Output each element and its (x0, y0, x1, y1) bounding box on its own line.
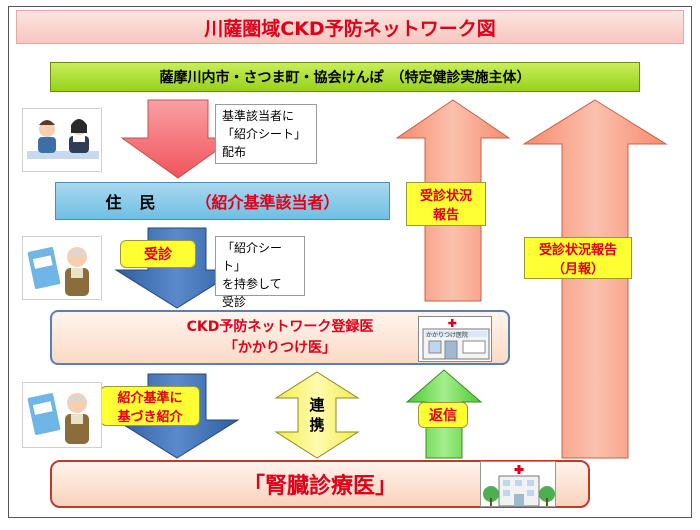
residents-label: 住民 (105, 193, 174, 212)
label-cooperation: 連 携 (309, 396, 325, 434)
label-status-report: 受診状況 報告 (406, 182, 486, 226)
hospital-icon (480, 461, 556, 507)
residents-criteria-label: （紹介基準該当者） (195, 193, 340, 212)
family-doctor-label: 「かかりつけ医」 (223, 339, 337, 356)
note-distribute-sheet: 基準該当者に 「紹介シート」 配布 (215, 104, 317, 164)
diagram-title: 川薩圏域CKD予防ネットワーク図 (16, 10, 684, 44)
ckd-network-label: CKD予防ネットワーク登録医 (186, 319, 374, 336)
diagram-frame (8, 6, 692, 518)
note-bring-sheet: 「紹介シート」 を持参して 受診 (215, 236, 305, 309)
clinic-sign-text: かかりつけ医院 (426, 332, 469, 339)
referred-patient-illustration (22, 382, 102, 448)
label-monthly-status-report: 受診状況報告 （月報） (524, 237, 632, 279)
health-checkup-providers-bar: 薩摩川内市・さつま町・協会けんぽ （特定健診実施主体） (50, 62, 640, 92)
cooperation-double-arrow (274, 371, 360, 459)
consult-down-arrow (114, 227, 240, 309)
label-consult: 受診 (120, 240, 196, 268)
residents-bar: 住民 （紹介基準該当者） (55, 182, 390, 220)
distribute-down-arrow (120, 99, 236, 179)
consultation-illustration (22, 108, 102, 172)
patient-with-sheet-illustration (22, 236, 102, 300)
monthly-report-up-arrow (522, 99, 668, 459)
label-referral: 紹介基準に 基づき紹介 (100, 386, 200, 426)
label-reply: 返信 (418, 402, 468, 428)
clinic-icon: かかりつけ医院 (418, 316, 492, 362)
